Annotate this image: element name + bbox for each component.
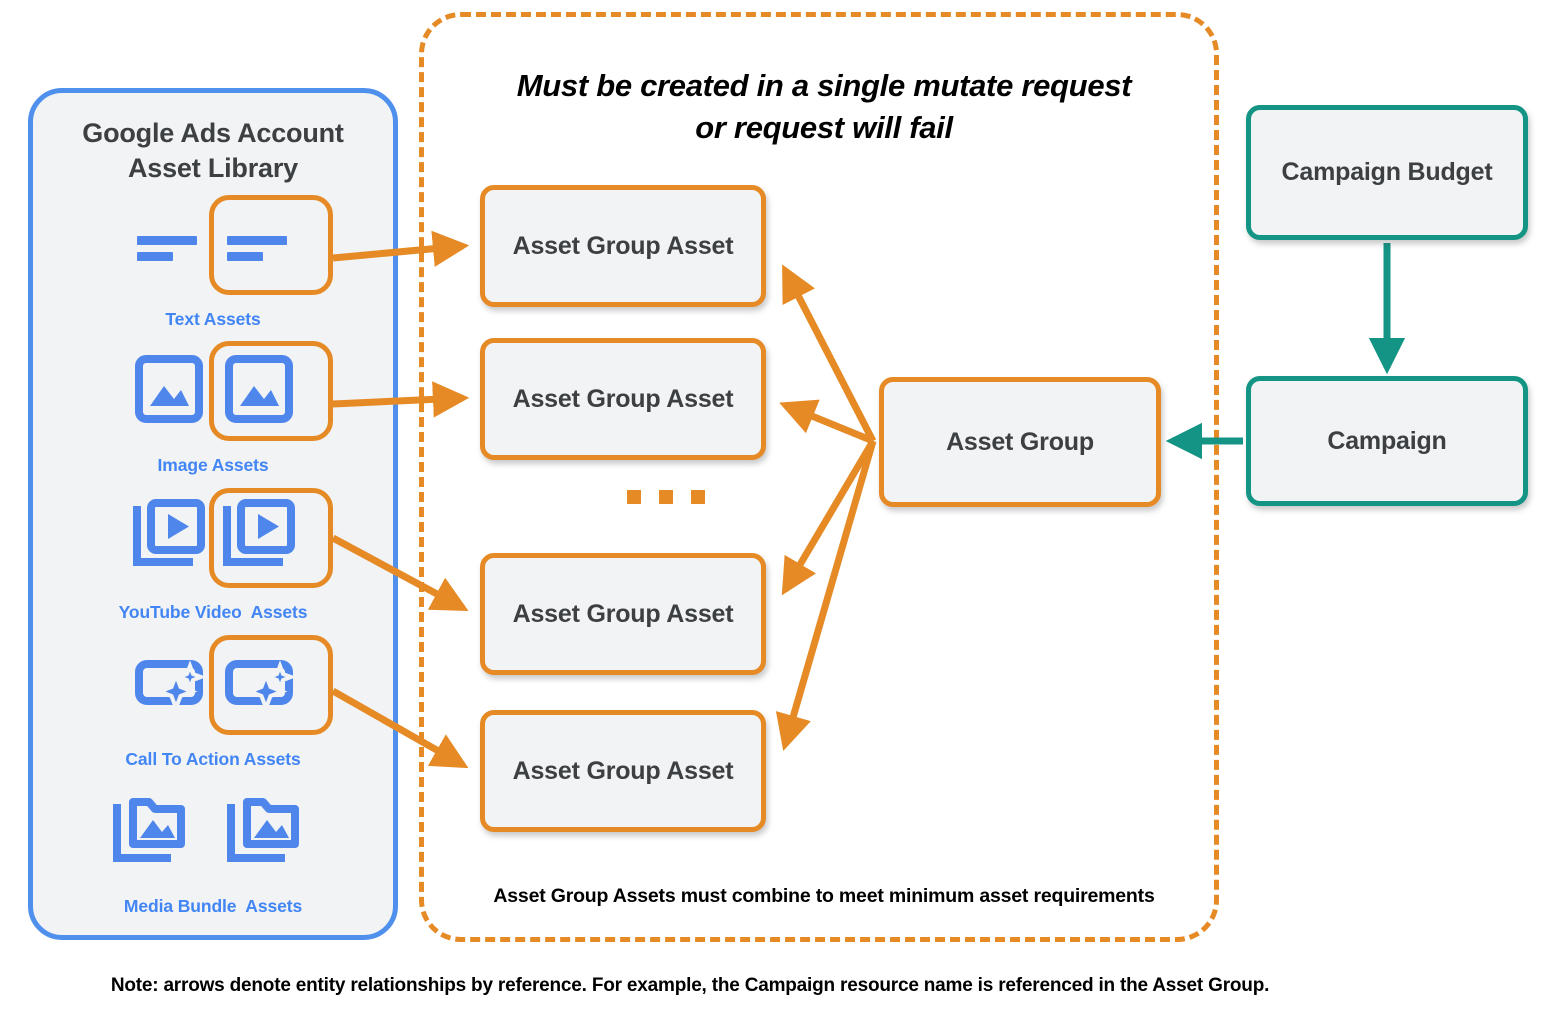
mutate-request-title-line1: Must be created in a single mutate reque… (516, 68, 1132, 103)
mutate-request-title: Must be created in a single mutate reque… (464, 65, 1184, 149)
asset-group-asset-node-1[interactable]: Asset Group Asset (480, 185, 766, 307)
video-asset-icon-pair (33, 488, 393, 588)
asset-group-node[interactable]: Asset Group (879, 377, 1161, 507)
asset-group-asset-node-2[interactable]: Asset Group Asset (480, 338, 766, 460)
ellipsis-indicator (627, 490, 705, 504)
asset-caption-cta: Call To Action Assets (125, 749, 301, 769)
text-asset-icon-pair (33, 195, 393, 295)
asset-group-asset-node-4[interactable]: Asset Group Asset (480, 710, 766, 832)
media-bundle-icon-pair (33, 792, 393, 878)
image-asset-icon-selected (221, 351, 297, 427)
asset-row-image: Image Assets (33, 341, 393, 475)
asset-library-title-line1: Google Ads Account (82, 118, 344, 148)
mutate-request-title-line2: or request will fail (695, 110, 953, 146)
campaign-budget-node[interactable]: Campaign Budget (1246, 105, 1528, 240)
asset-row-video: YouTube Video Assets (33, 488, 393, 622)
text-asset-highlight-box (209, 195, 333, 295)
text-asset-icon-selected (221, 205, 297, 281)
asset-group-asset-node-3[interactable]: Asset Group Asset (480, 553, 766, 675)
asset-caption-media-bundle: Media Bundle Assets (123, 896, 303, 916)
ellipsis-dot-2 (659, 490, 673, 504)
call-to-action-icon (131, 645, 207, 721)
asset-row-cta: Call To Action Assets (33, 635, 393, 769)
mutate-request-footnote: Asset Group Assets must combine to meet … (493, 885, 1155, 907)
media-bundle-asset-icon-2 (225, 792, 301, 868)
video-asset-highlight-box (209, 488, 333, 588)
campaign-node[interactable]: Campaign (1246, 376, 1528, 506)
ellipsis-dot-3 (691, 490, 705, 504)
image-asset-icon-pair (33, 341, 393, 441)
image-asset-highlight-box (209, 341, 333, 441)
video-asset-icon (131, 498, 207, 574)
text-asset-icon (131, 205, 207, 281)
asset-row-text: Text Assets (33, 195, 393, 329)
ellipsis-dot-1 (627, 490, 641, 504)
asset-caption-video: YouTube Video Assets (118, 602, 308, 622)
asset-library-title-line2: Asset Library (128, 152, 298, 183)
asset-library-title: Google Ads Account Asset Library (33, 116, 393, 185)
asset-row-media-bundle: Media Bundle Assets (33, 792, 393, 916)
call-to-action-highlight-box (209, 635, 333, 735)
call-to-action-icon-pair (33, 635, 393, 735)
media-bundle-asset-icon (111, 792, 187, 868)
asset-caption-text: Text Assets (165, 309, 261, 329)
asset-library-panel: Google Ads Account Asset Library (28, 88, 398, 940)
call-to-action-icon-selected (221, 645, 297, 721)
asset-caption-image: Image Assets (157, 455, 269, 475)
image-asset-icon (131, 351, 207, 427)
diagram-note: Note: arrows denote entity relationships… (110, 975, 1270, 996)
video-asset-icon-selected (221, 498, 297, 574)
